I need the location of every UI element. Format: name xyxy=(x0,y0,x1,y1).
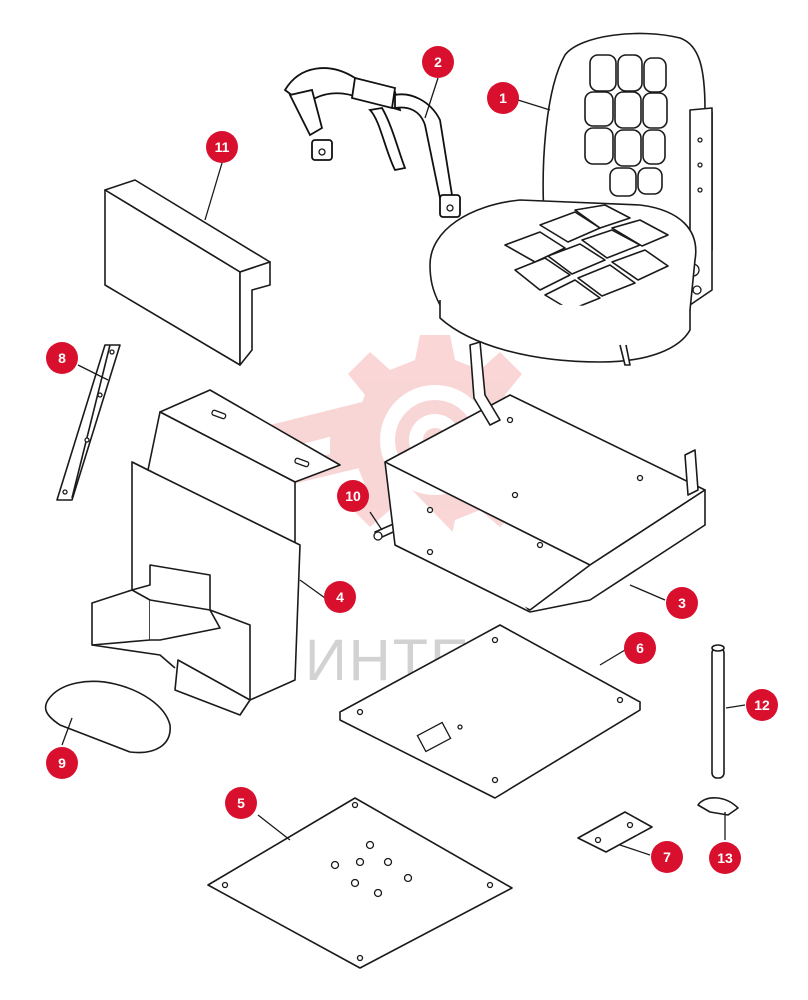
callout-3: 3 xyxy=(666,587,698,619)
callout-3-label: 3 xyxy=(678,595,686,611)
callout-10-label: 10 xyxy=(345,488,361,504)
seat-part-1 xyxy=(429,32,713,366)
front-panel-part-4 xyxy=(91,389,341,716)
plate-part-6 xyxy=(339,624,641,799)
callout-9-label: 9 xyxy=(58,755,66,771)
callout-12-label: 12 xyxy=(754,697,770,713)
callout-6: 6 xyxy=(624,632,656,664)
callout-7: 7 xyxy=(651,841,683,873)
callout-7-label: 7 xyxy=(663,849,671,865)
cover-panel-part-11 xyxy=(104,179,271,366)
callout-2-label: 2 xyxy=(434,54,442,70)
callout-8: 8 xyxy=(46,342,78,374)
callout-11-label: 11 xyxy=(215,139,230,155)
callout-10: 10 xyxy=(337,480,369,512)
callout-12: 12 xyxy=(746,689,778,721)
callout-5-label: 5 xyxy=(237,795,245,811)
callout-6-label: 6 xyxy=(636,640,644,656)
callout-1-label: 1 xyxy=(499,90,507,106)
pad-part-9 xyxy=(44,680,171,754)
small-plate-part-7 xyxy=(577,811,653,853)
callout-2: 2 xyxy=(422,46,454,78)
leader-lines xyxy=(61,77,746,856)
callout-13-label: 13 xyxy=(717,850,733,866)
callout-8-label: 8 xyxy=(58,350,66,366)
callout-9: 9 xyxy=(46,747,78,779)
base-plate-part-5 xyxy=(207,797,513,969)
callout-5: 5 xyxy=(225,787,257,819)
callout-13: 13 xyxy=(709,842,741,874)
seat-belt-part-2 xyxy=(283,67,461,218)
clip-part-13 xyxy=(697,797,739,816)
callout-4-label: 4 xyxy=(336,589,344,605)
callout-11: 11 xyxy=(206,131,238,163)
seat-pan-part-3 xyxy=(384,341,706,613)
callout-4: 4 xyxy=(324,581,356,613)
callout-1: 1 xyxy=(487,82,519,114)
rod-part-12 xyxy=(711,644,725,779)
strip-part-8 xyxy=(56,344,121,501)
